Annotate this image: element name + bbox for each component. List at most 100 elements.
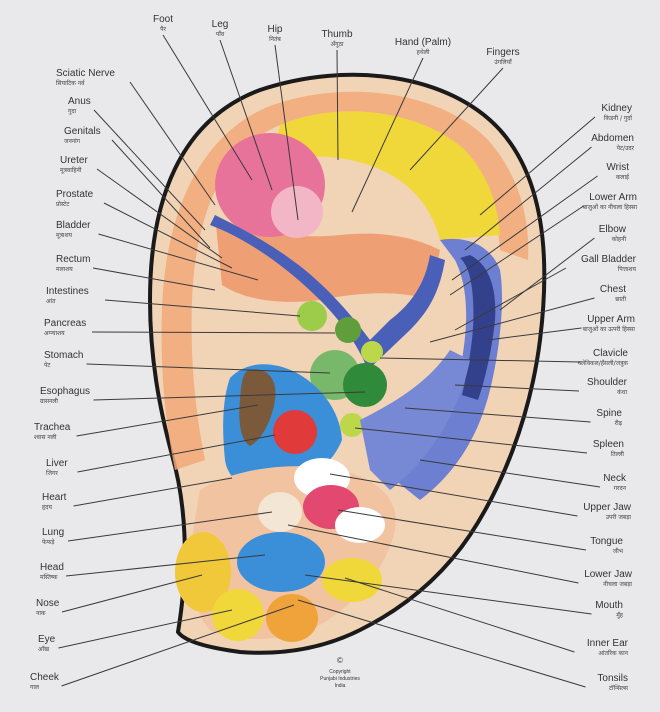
label-hindi: अग्न्याशय: [44, 330, 65, 337]
leader-line: [379, 357, 581, 363]
leader-line: [499, 237, 595, 311]
leader-line: [91, 331, 336, 334]
leader-line: [77, 434, 276, 473]
label-english: Bladder: [56, 220, 91, 231]
label-hindi: हथेली: [417, 48, 430, 56]
label-english: Hand (Palm): [395, 37, 451, 48]
label-english: Head: [40, 562, 64, 573]
leader-line: [86, 363, 331, 374]
copyright-line2: Punjabi Industries: [320, 676, 360, 682]
label-english: Lower Arm: [589, 192, 637, 203]
label-hindi: जीभ: [613, 547, 624, 555]
leader-line: [419, 459, 601, 488]
label-hindi: क्लेविकल/हँसली/जत्रुक: [578, 359, 629, 367]
leader-line: [479, 116, 596, 216]
leader-line: [58, 609, 233, 649]
leader-line: [329, 473, 578, 517]
label-hindi: जननांग: [64, 138, 81, 145]
label-hindi: उपरी जबड़ा: [606, 513, 632, 521]
spleen-zone: [340, 413, 364, 437]
label-hindi: गरदन: [614, 485, 627, 492]
label-hindi: मलाशय: [56, 266, 73, 273]
leader-line: [98, 233, 259, 281]
copyright-symbol: ©: [337, 656, 343, 665]
leader-line: [454, 384, 580, 392]
label-hindi: मुँह: [616, 611, 624, 619]
label-hindi: प्रोस्टेट: [56, 200, 70, 208]
label-hindi: रीढ़: [615, 419, 623, 427]
cheek-zone: [266, 594, 318, 642]
label-hindi: मस्तिष्क: [40, 573, 58, 581]
label-english: Gall Bladder: [581, 254, 637, 265]
label-english: Lung: [42, 527, 64, 538]
label-english: Trachea: [34, 422, 71, 433]
label-english: Anus: [68, 96, 91, 107]
ear-illustration: [147, 72, 547, 655]
antihelix-channel: [210, 215, 445, 370]
leader-line: [219, 39, 273, 191]
neck-lobe-zone: [258, 492, 302, 532]
label-hand-palm: Hand (Palm)हथेली: [395, 37, 451, 56]
label-hindi: कंधा: [617, 389, 627, 396]
label-english: Stomach: [44, 350, 83, 361]
label-english: Foot: [153, 14, 173, 25]
label-english: Esophagus: [40, 386, 90, 397]
head-zone: [237, 532, 325, 592]
label-hindi: मूत्राशय: [56, 232, 73, 239]
nose-zone: [175, 532, 231, 612]
label-hindi: आँख: [38, 645, 49, 653]
leader-line: [61, 574, 203, 613]
label-english: Tonsils: [597, 673, 628, 684]
leader-line: [67, 511, 273, 542]
label-english: Fingers: [486, 47, 519, 58]
label-english: Genitals: [64, 126, 101, 137]
label-english: Clavicle: [593, 348, 628, 359]
label-hindi: नीचला जबड़ा: [603, 580, 632, 588]
label-english: Abdomen: [591, 133, 634, 144]
leader-line: [61, 604, 295, 687]
label-hindi: फेफड़े: [42, 538, 55, 546]
label-hindi: पेट: [44, 361, 51, 369]
label-english: Rectum: [56, 254, 90, 265]
leader-line: [449, 205, 584, 296]
leader-line: [103, 202, 233, 269]
label-english: Upper Jaw: [583, 502, 632, 513]
label-hindi: आंत: [46, 298, 56, 305]
leader-line: [162, 34, 253, 181]
leader-line: [76, 404, 259, 437]
label-hindi: टॉन्सिल्स: [609, 684, 629, 692]
pancreas-zone: [297, 301, 327, 331]
gall-bladder-zone: [335, 317, 361, 343]
label-hindi: जिगर: [46, 469, 58, 477]
label-hindi: कोहनी: [612, 235, 627, 243]
leader-line: [464, 146, 592, 251]
label-hindi: कलाई: [616, 173, 630, 181]
leader-line: [287, 524, 579, 584]
